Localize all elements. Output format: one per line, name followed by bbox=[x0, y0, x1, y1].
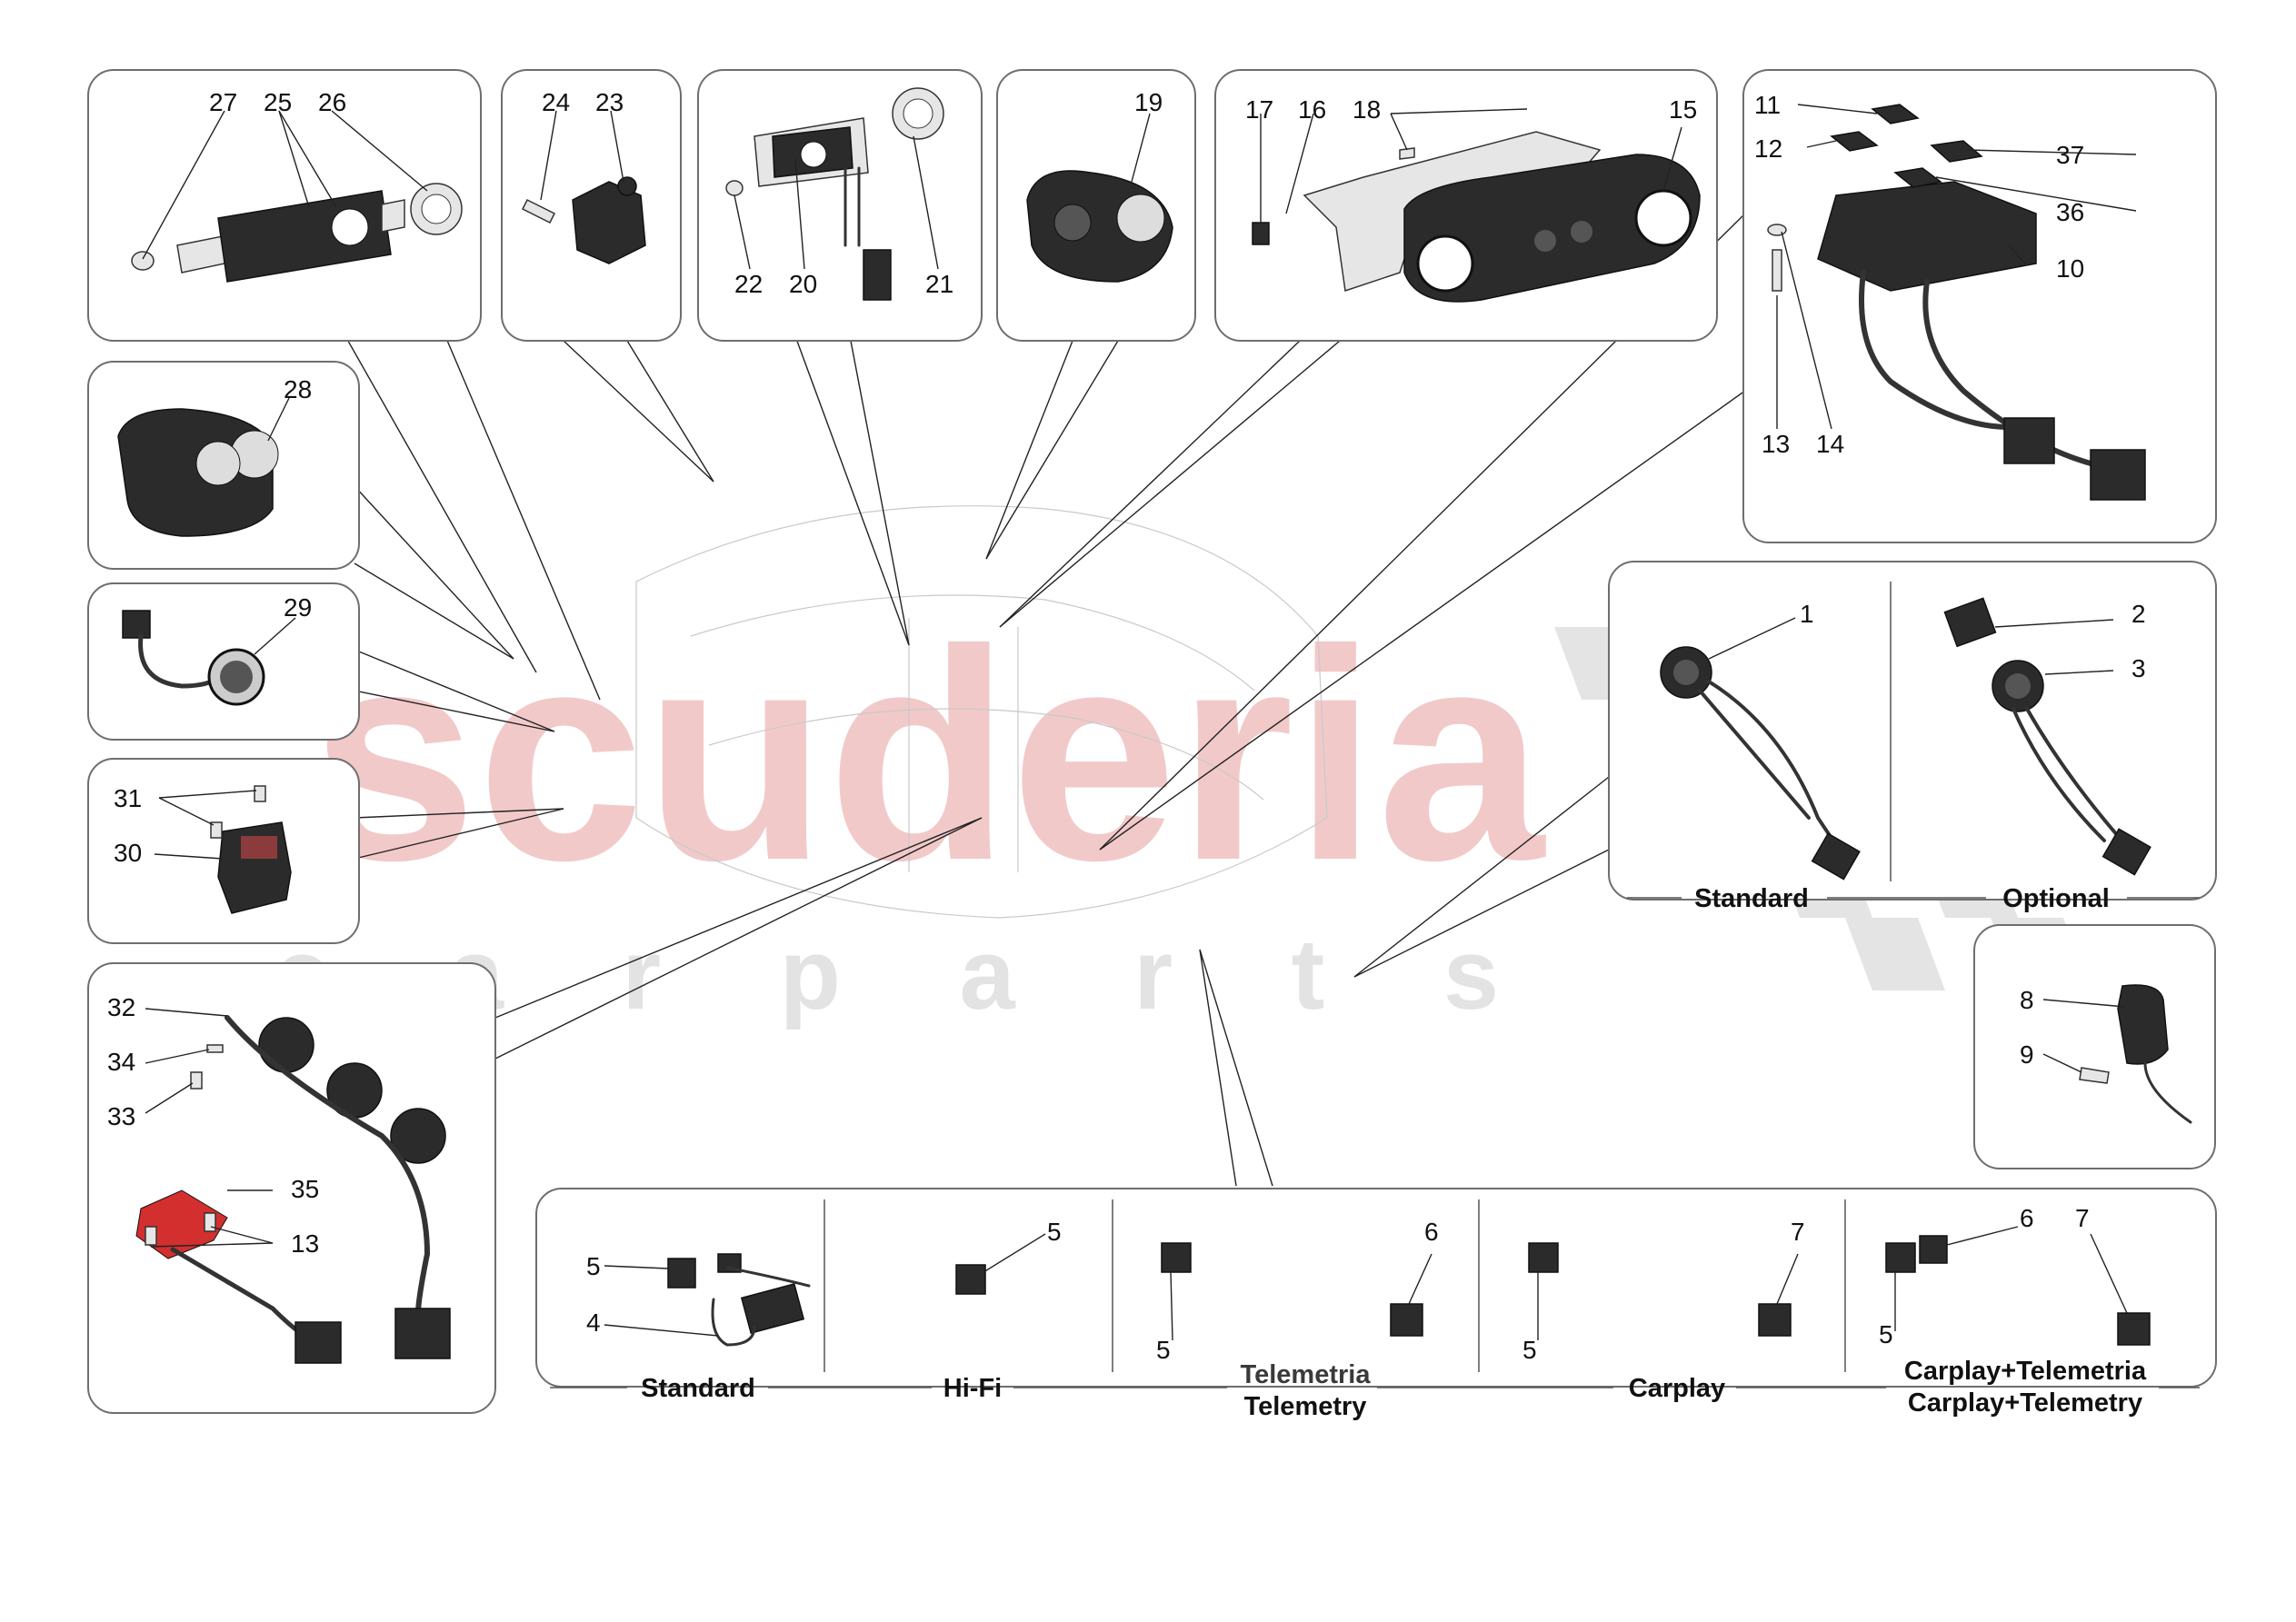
label-14: 14 bbox=[1816, 430, 1844, 458]
label-5-a: 5 bbox=[586, 1252, 601, 1280]
label-5-d: 5 bbox=[1522, 1336, 1537, 1364]
label-6-a: 6 bbox=[1424, 1218, 1439, 1246]
label-2: 2 bbox=[2131, 600, 2146, 628]
label-5-e: 5 bbox=[1879, 1320, 1893, 1348]
label-17: 17 bbox=[1245, 95, 1273, 124]
label-16: 16 bbox=[1298, 95, 1326, 124]
caption-audio-carplay-telemetria: Carplay+Telemetria bbox=[1904, 1357, 2147, 1386]
label-22: 22 bbox=[734, 270, 763, 298]
label-28: 28 bbox=[284, 375, 312, 403]
label-33: 33 bbox=[107, 1102, 135, 1130]
watermark-main: scuderia bbox=[310, 587, 1545, 922]
label-24: 24 bbox=[542, 88, 570, 116]
panel-buttons-32-35: 32 34 33 35 13 bbox=[87, 962, 496, 1414]
panel-bracket-22-20-21: 22 20 21 bbox=[697, 69, 983, 342]
caption-audio-telemetry: Telemetry bbox=[1244, 1392, 1367, 1421]
label-6-b: 6 bbox=[2020, 1204, 2034, 1232]
label-1: 1 bbox=[1800, 600, 1814, 628]
panel-switch-30-31: 31 30 bbox=[87, 758, 360, 944]
panel-window-switches-10-14: 11 12 37 36 10 13 14 bbox=[1742, 69, 2217, 543]
label-8: 8 bbox=[2020, 986, 2034, 1014]
label-36: 36 bbox=[2056, 198, 2084, 226]
label-15: 15 bbox=[1669, 95, 1697, 124]
label-32: 32 bbox=[107, 993, 135, 1021]
caption-audio-standard: Standard bbox=[641, 1374, 755, 1403]
label-7-a: 7 bbox=[1791, 1218, 1805, 1246]
label-30: 30 bbox=[114, 839, 142, 867]
panel-audio-variants-4-7: 5 4 5 5 6 5 7 5 6 7 Standard Hi-Fi Telem… bbox=[535, 1188, 2217, 1421]
label-3: 3 bbox=[2131, 654, 2146, 682]
caption-audio-hifi: Hi-Fi bbox=[943, 1374, 1002, 1403]
label-4: 4 bbox=[586, 1309, 601, 1337]
caption-audio-carplay: Carplay bbox=[1629, 1374, 1725, 1403]
caption-audio-telemetria: Telemetria bbox=[1241, 1360, 1372, 1389]
panel-knob-19: 19 bbox=[996, 69, 1196, 342]
label-12: 12 bbox=[1754, 134, 1782, 163]
car-interior-outline bbox=[635, 505, 1328, 919]
panel-climate-15-18: 17 16 18 15 bbox=[1214, 69, 1718, 342]
panel-switch-27-25-26: 27 25 26 bbox=[87, 69, 482, 342]
label-13-b: 13 bbox=[291, 1229, 319, 1258]
caption-audio-carplay-telemetry: Carplay+Telemetry bbox=[1908, 1388, 2142, 1418]
label-11: 11 bbox=[1754, 91, 1781, 119]
panel-switch-29: 29 bbox=[87, 582, 360, 741]
caption-socket-optional: Optional bbox=[2002, 884, 2110, 913]
label-27: 27 bbox=[209, 88, 237, 116]
label-19: 19 bbox=[1134, 88, 1163, 116]
panel-sensor-8-9: 8 9 bbox=[1973, 924, 2216, 1169]
label-23: 23 bbox=[595, 88, 624, 116]
panel-sensor-24-23: 24 23 bbox=[501, 69, 682, 342]
label-20: 20 bbox=[789, 270, 817, 298]
panel-knob-28: 28 bbox=[87, 361, 360, 570]
panel-sockets-1-3: 1 2 3 Standard Optional bbox=[1608, 561, 2217, 913]
label-5-b: 5 bbox=[1047, 1218, 1062, 1246]
label-21: 21 bbox=[925, 270, 953, 298]
caption-socket-standard: Standard bbox=[1694, 884, 1809, 913]
label-29: 29 bbox=[284, 593, 312, 622]
label-9: 9 bbox=[2020, 1040, 2034, 1069]
label-34: 34 bbox=[107, 1048, 135, 1076]
label-26: 26 bbox=[318, 88, 346, 116]
label-31: 31 bbox=[114, 784, 142, 812]
label-25: 25 bbox=[264, 88, 292, 116]
label-18: 18 bbox=[1353, 95, 1381, 124]
label-13: 13 bbox=[1762, 430, 1790, 458]
label-10: 10 bbox=[2056, 254, 2084, 283]
label-37: 37 bbox=[2056, 141, 2084, 169]
label-35: 35 bbox=[291, 1175, 319, 1203]
label-7-b: 7 bbox=[2075, 1204, 2090, 1232]
label-5-c: 5 bbox=[1156, 1336, 1171, 1364]
